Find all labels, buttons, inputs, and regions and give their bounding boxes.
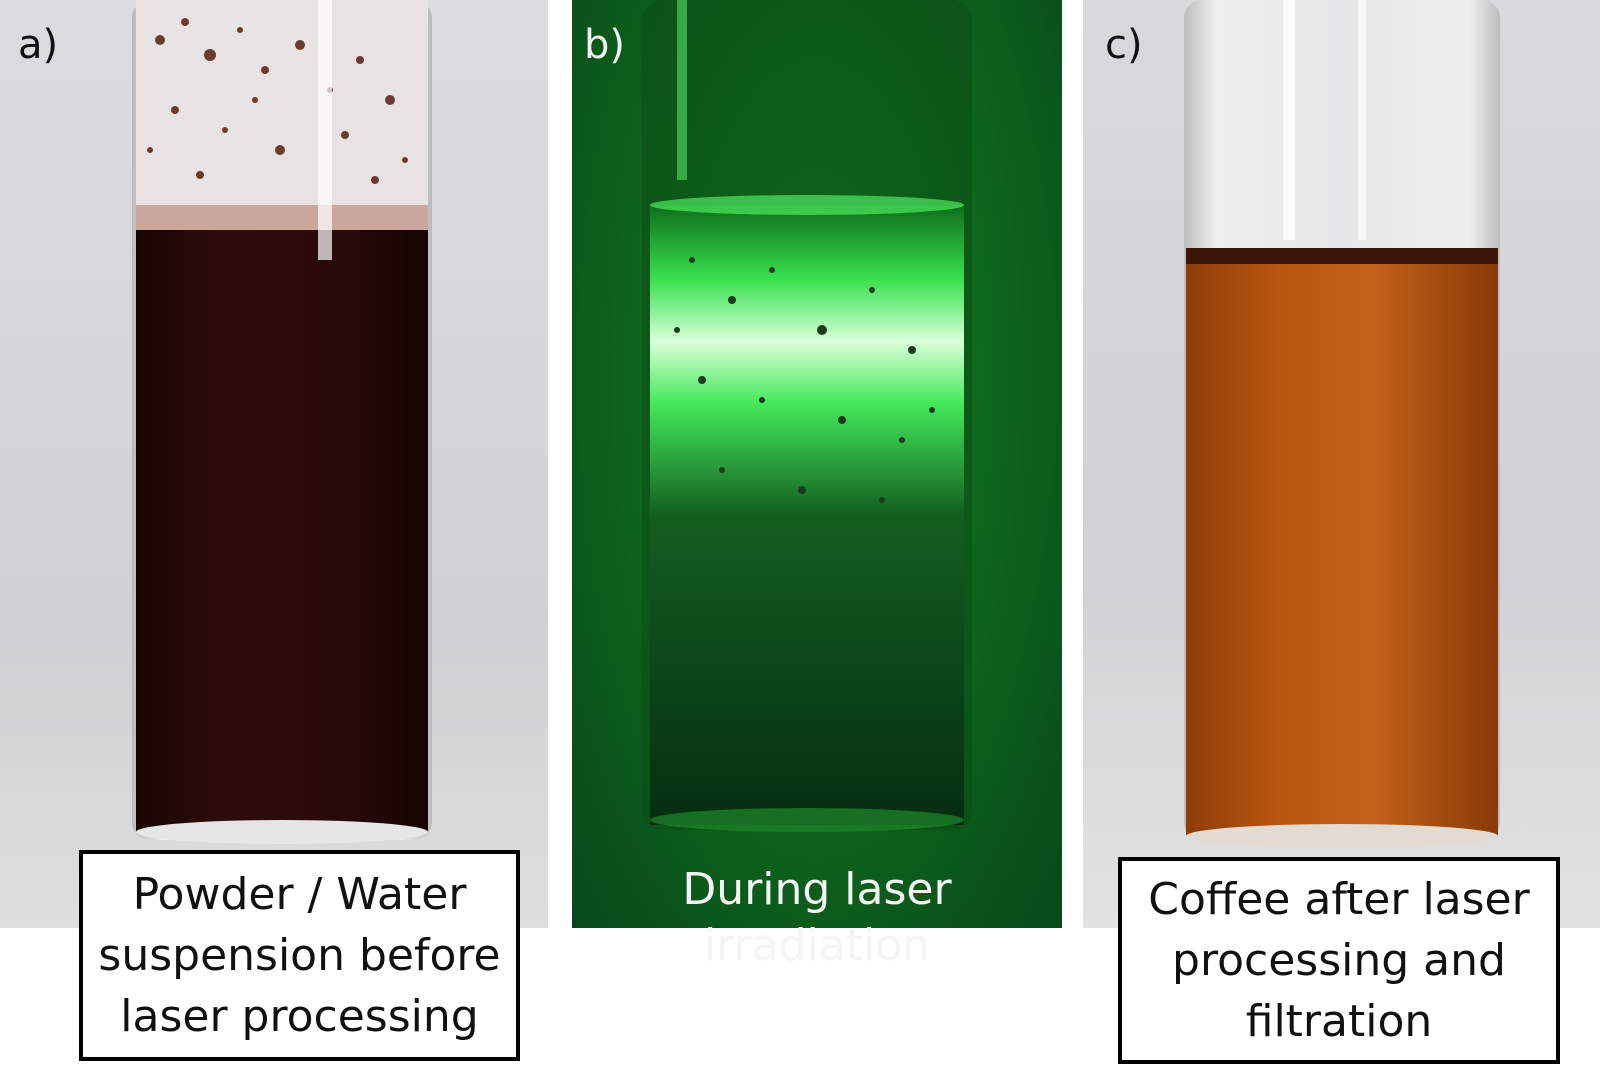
panel-a-label: a) (18, 22, 59, 68)
panel-c-caption-line: Coffee after laser (1148, 874, 1530, 925)
panel-c-label: c) (1105, 22, 1143, 68)
panel-c-caption-box: Coffee after laser processing and filtra… (1118, 857, 1560, 1064)
panel-b-photo: b) (572, 0, 1062, 928)
panel-a-caption-line: laser processing (120, 991, 479, 1042)
panel-a-caption-box: Powder / Water suspension before laser p… (79, 850, 520, 1061)
panel-b-label: b) (584, 22, 625, 68)
panel-a-photo: a) (0, 0, 548, 928)
vial-filtered-coffee (1184, 0, 1500, 848)
vial-laser-irradiation (642, 0, 972, 832)
panel-c-caption-line: processing and (1172, 935, 1506, 986)
panel-a-caption-line: suspension before (98, 930, 501, 981)
panel-c-caption-line: filtration (1245, 996, 1433, 1047)
panel-c-photo: c) (1083, 0, 1600, 928)
panel-b-caption: During laser irradiation (682, 864, 952, 971)
panel-a-caption-line: Powder / Water (132, 869, 467, 920)
vial-dark-suspension (132, 0, 432, 844)
